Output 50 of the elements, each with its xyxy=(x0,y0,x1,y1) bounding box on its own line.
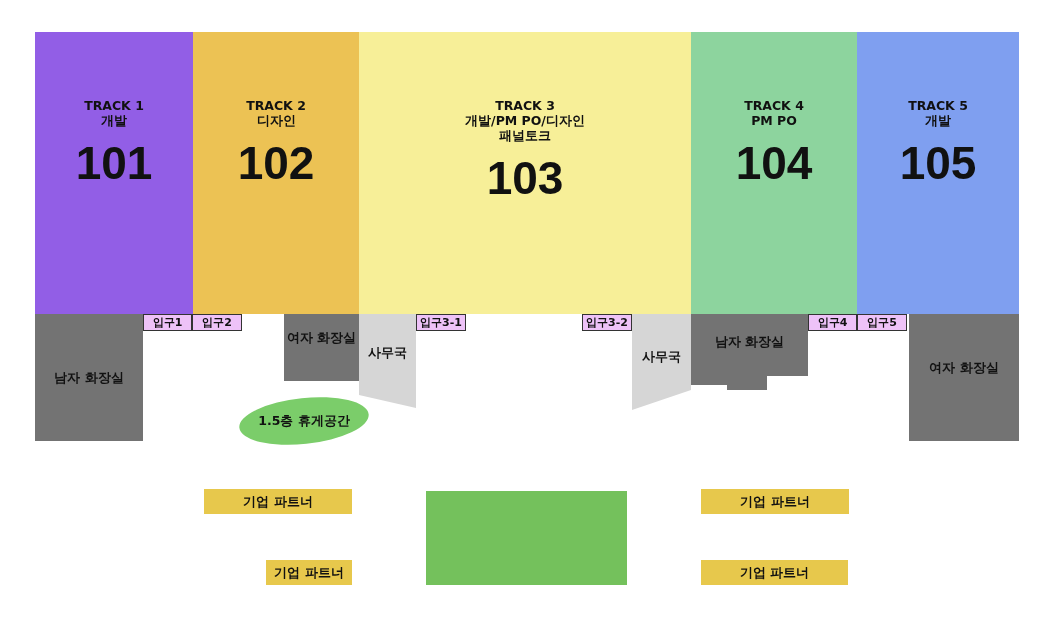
area-label: 남자 화장실 xyxy=(54,369,124,386)
entrance-label: 입구5 xyxy=(867,315,897,330)
entrance-tag xyxy=(143,314,192,331)
area-label: 사무국 xyxy=(368,345,407,361)
track-room xyxy=(857,32,1019,314)
entrance-tag xyxy=(416,314,466,331)
area-label: 남자 화장실 xyxy=(714,334,785,350)
track-label: TRACK 2 xyxy=(246,98,306,113)
room-number: 102 xyxy=(237,140,315,186)
track-room xyxy=(35,32,193,314)
track-label: TRACK 5 xyxy=(908,98,968,113)
track-label: TRACK 1 xyxy=(84,98,144,113)
area-label: 여자 화장실 xyxy=(929,359,999,376)
partner-booth xyxy=(266,560,352,585)
track-label: TRACK 4 xyxy=(744,98,804,113)
booth-label: 기업 파트너 xyxy=(274,564,344,581)
track-topic: 개발 xyxy=(101,113,127,128)
partner-booth xyxy=(701,560,848,585)
track-topic: 개발 xyxy=(925,113,951,128)
area-label: 사무국 xyxy=(642,349,681,365)
entrance-label: 입구3-1 xyxy=(420,315,462,330)
area-label: 여자 화장실 xyxy=(286,329,357,346)
track-topic: 개발/PM PO/디자인 패널토크 xyxy=(465,113,585,143)
entrance-label: 입구2 xyxy=(202,315,232,330)
restroom-area xyxy=(35,314,143,441)
track-room xyxy=(691,32,857,314)
entrance-tag xyxy=(192,314,242,331)
entrance-tag xyxy=(582,314,632,331)
booth-label: 기업 파트너 xyxy=(739,564,810,581)
booth-label: 기업 파트너 xyxy=(243,493,313,510)
booth-zone xyxy=(426,491,627,585)
track-topic: PM PO xyxy=(751,113,797,128)
entrance-label: 입구3-2 xyxy=(586,315,628,330)
track-topic: 디자인 xyxy=(256,113,296,128)
restroom-area xyxy=(909,314,1019,441)
booth-label: 기업 파트너 xyxy=(740,493,810,510)
entrance-label: 입구1 xyxy=(152,315,183,330)
entrance-tag xyxy=(808,314,857,331)
partner-booth xyxy=(701,489,849,514)
track-room xyxy=(193,32,359,314)
track-label: TRACK 3 xyxy=(495,98,555,113)
area-label: 1.5층 휴게공간 xyxy=(258,413,350,429)
restroom-area xyxy=(284,314,359,381)
partner-booth xyxy=(204,489,352,514)
entrance-tag xyxy=(857,314,907,331)
room-number: 101 xyxy=(75,140,153,186)
room-number: 104 xyxy=(735,140,813,186)
room-number: 103 xyxy=(486,155,564,201)
entrance-label: 입구4 xyxy=(817,315,848,330)
room-number: 105 xyxy=(899,140,977,186)
